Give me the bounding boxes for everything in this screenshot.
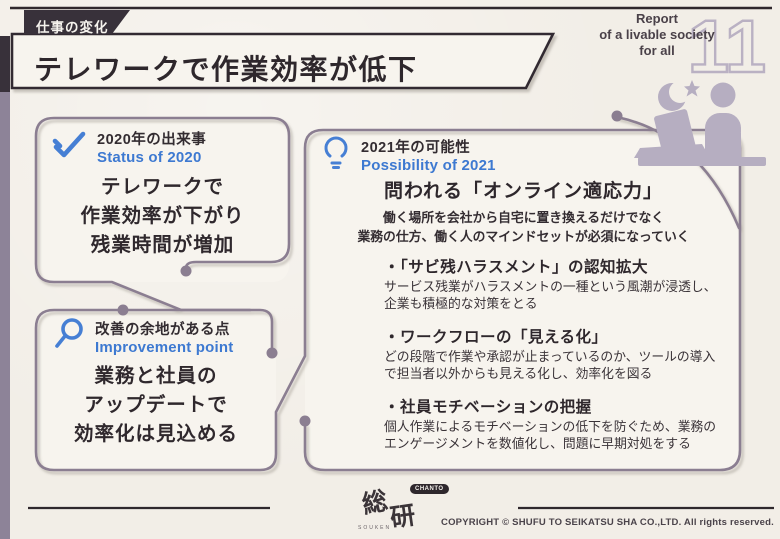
body-line: テレワークで: [100, 176, 224, 198]
logo-kanji-2: 研: [388, 500, 418, 533]
point-title: ・社員モチベーションの把握: [384, 399, 592, 416]
box-2021-heading-jp: 2021年の可能性: [361, 140, 471, 156]
box-2020-heading-en: Status of 2020: [97, 149, 202, 166]
box-improvement-heading-en: Improvement point: [95, 339, 234, 356]
report-line: Report: [636, 11, 678, 26]
intro-line: 働く場所を会社から自宅に置き換えるだけでなく: [382, 210, 665, 225]
body-line: アップデートで: [84, 394, 228, 416]
lightbulb-icon: [324, 136, 348, 169]
logo-kanji-1: 総: [359, 485, 391, 520]
title-box: [10, 32, 556, 90]
point-title: ・「サビ残ハラスメント」の認知拡大: [384, 259, 648, 276]
desk: [638, 157, 766, 166]
left-stripe-dark: [0, 36, 10, 100]
box-improvement-header: 改善の余地がある点 Improvement point: [54, 318, 233, 356]
box-improvement-and-2021-outline: [34, 128, 742, 472]
box-improvement-body: 業務と社員の アップデートで 効率化は見込める: [36, 362, 276, 449]
box-2020-heading-jp: 2020年の出来事: [97, 132, 207, 148]
box-improvement-heading-jp: 改善の余地がある点: [95, 322, 230, 338]
body-line: 業務と社員の: [94, 365, 218, 387]
box-2021-headline: 問われる「オンライン適応力」: [383, 181, 664, 202]
badge-shape: [24, 10, 130, 34]
intro-line: 業務の仕方、働く人のマインドセットが必須になっていく: [357, 229, 690, 244]
box-2020-body: テレワークで 作業効率が下がり 残業時間が増加: [36, 173, 289, 260]
point-item: ・「サビ残ハラスメント」の認知拡大 サービス残業がハラスメントの一種という風潮が…: [384, 255, 718, 312]
chanto-souken-logo: 総 研 CHANTO SOUKEN: [346, 483, 456, 537]
magnifier-icon: [55, 318, 83, 348]
left-stripe: [0, 92, 10, 539]
copyright: COPYRIGHT © SHUFU TO SEIKATSU SHA CO.,LT…: [441, 517, 774, 528]
person-body-lower: [705, 133, 741, 158]
box-2021-header: 2021年の可能性 Possibility of 2021: [322, 136, 496, 174]
page-number-outline: 11: [688, 5, 766, 88]
box-2021-fill: [305, 130, 740, 470]
double-check-icon: [52, 131, 86, 158]
report-label: Report of a livable society for all: [572, 11, 742, 59]
point-item: ・ワークフローの「見える化」 どの段階で作業や承認が止まっているのか、ツールの導…: [384, 325, 718, 382]
circuit-nodes: [117, 110, 623, 427]
point-body: 個人作業によるモチベーションの低下を防ぐため、業務のエンゲージメントを数値化し、…: [384, 419, 717, 451]
point-body: どの段階で作業や承認が止まっているのか、ツールの導入で担当者以外からも見える化し…: [384, 349, 716, 381]
body-line: 作業効率が下がり: [80, 205, 245, 227]
box-2021-intro: 働く場所を会社から自宅に置き換えるだけでなく 業務の仕方、働く人のマインドセット…: [307, 208, 740, 246]
person-head: [710, 82, 736, 108]
box-2021-heading-en: Possibility of 2021: [361, 157, 496, 174]
section-badge: 仕事の変化: [36, 20, 109, 35]
star-icon: [684, 80, 700, 97]
box-2021-points: ・「サビ残ハラスメント」の認知拡大 サービス残業がハラスメントの一種という風潮が…: [384, 255, 718, 465]
laptop-icon: [634, 109, 710, 158]
page-title: テレワークで作業効率が低下: [34, 54, 418, 85]
report-line: for all: [639, 43, 675, 58]
point-title: ・ワークフローの「見える化」: [384, 329, 608, 346]
body-line: 効率化は見込める: [73, 423, 238, 445]
box-improvement-fill: [36, 310, 276, 470]
point-body: サービス残業がハラスメントの一種という風潮が浸透し、企業も積極的な対策をとる: [384, 279, 717, 311]
body-line: 残業時間が増加: [90, 234, 235, 256]
box-2020-header: 2020年の出来事 Status of 2020: [52, 128, 206, 166]
point-item: ・社員モチベーションの把握 個人作業によるモチベーションの低下を防ぐため、業務の…: [384, 395, 718, 452]
telework-night-illustration: [634, 80, 766, 166]
logo-chanto-badge: CHANTO: [410, 484, 449, 494]
box-2020-fill: [36, 118, 289, 282]
logo-souken-label: SOUKEN: [358, 525, 392, 531]
report-line: of a livable society: [599, 27, 715, 42]
